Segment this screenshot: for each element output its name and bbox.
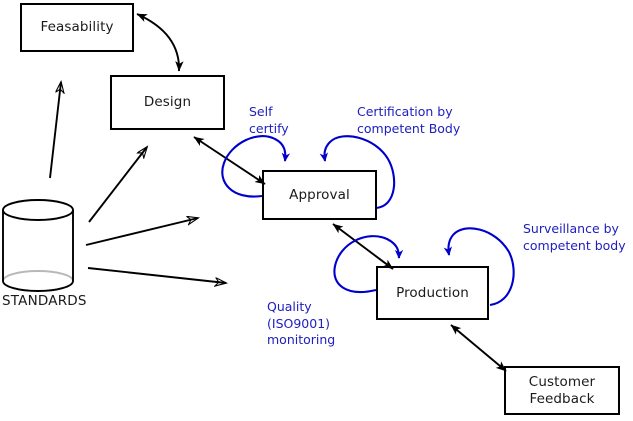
edge-standards-design bbox=[88, 147, 147, 223]
annotation-surveillance-by-competent-body: Surveillance by competent body bbox=[523, 221, 626, 253]
loop-surveillance-competent-body bbox=[443, 227, 515, 307]
edge-production-customer-feedback bbox=[450, 324, 507, 372]
node-production-label: Production bbox=[396, 284, 469, 301]
edge-standards-approval-upper bbox=[85, 218, 198, 246]
node-customer-feedback-label: Customer Feedback bbox=[528, 373, 596, 407]
edge-approval-production bbox=[332, 223, 394, 270]
node-customer-feedback[interactable]: Customer Feedback bbox=[504, 366, 620, 415]
edge-standards-feasability bbox=[49, 82, 61, 179]
loop-certification-competent-body bbox=[319, 135, 396, 210]
edge-design-approval bbox=[193, 136, 266, 185]
datastore-standards-label: STANDARDS bbox=[2, 293, 87, 309]
node-approval[interactable]: Approval bbox=[262, 170, 377, 220]
node-design-label: Design bbox=[143, 94, 192, 110]
annotation-certification-by-competent-body: Certification by competent Body bbox=[357, 104, 461, 136]
node-feasability-label: Feasability bbox=[40, 19, 114, 35]
annotation-quality-iso9001-monitoring: Quality (ISO9001) monitoring bbox=[267, 299, 336, 347]
edge-standards-approval-lower bbox=[87, 267, 226, 283]
annotation-self-certify: Self certify bbox=[249, 104, 289, 136]
node-design[interactable]: Design bbox=[110, 75, 225, 130]
node-feasability[interactable]: Feasability bbox=[20, 3, 134, 52]
loop-quality-monitoring bbox=[333, 235, 404, 294]
edge-feasability-design bbox=[136, 13, 184, 72]
loop-self-certify bbox=[221, 135, 291, 198]
node-approval-label: Approval bbox=[289, 186, 350, 203]
node-production[interactable]: Production bbox=[376, 266, 489, 320]
datastore-standards-shape bbox=[2, 199, 74, 292]
